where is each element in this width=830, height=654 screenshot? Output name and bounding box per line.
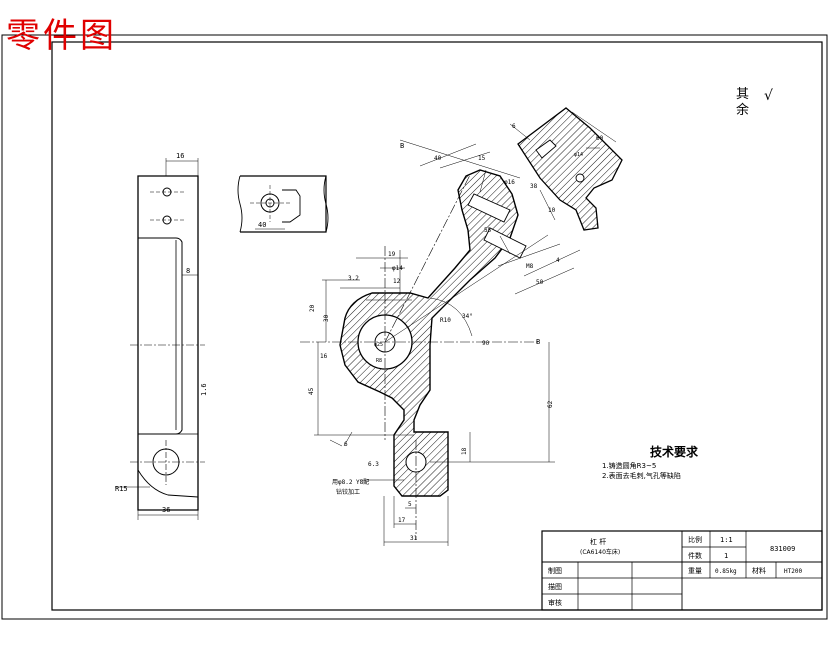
tech-req-item-2: 2.表面去毛刺,气孔等缺陷 <box>602 471 681 480</box>
section-dim-60: 60 <box>596 135 604 142</box>
dim-6-top: 6 <box>344 441 348 448</box>
dim-r8: R8 <box>376 358 382 364</box>
dim-12: 12 <box>393 278 401 285</box>
tech-req-item-1: 1.铸造圆角R3~5 <box>602 461 656 470</box>
dim-45: 45 <box>308 387 315 395</box>
section-label-top: B <box>400 142 404 150</box>
dim-31: 31 <box>410 535 418 542</box>
title-qty-label: 件数 <box>688 551 702 560</box>
dim-30: 30 <box>323 314 330 322</box>
dim-3-2: 3.2 <box>348 275 359 282</box>
note-match: 用φ8.2 Y8配 <box>332 479 369 486</box>
dim-bottom-width: 36 <box>162 506 170 514</box>
dim-34deg: 34° <box>462 313 473 320</box>
dim-17: 17 <box>398 517 406 524</box>
dim-m8: M8 <box>526 263 534 270</box>
dim-4: 4 <box>556 257 560 264</box>
title-design-label: 描图 <box>548 582 562 591</box>
dim-40: 40 <box>434 155 442 162</box>
dim-62: 62 <box>547 400 554 408</box>
title-material-label: 材料 <box>752 566 766 575</box>
title-qty-value: 1 <box>724 552 728 560</box>
dim-15: 15 <box>478 155 486 162</box>
dim-side-angle: 1.6 <box>200 383 208 396</box>
dim-phi14: φ14 <box>392 265 403 272</box>
dim-19: 19 <box>388 251 396 258</box>
title-drawing-no: 831009 <box>770 545 795 553</box>
dim-r10: R10 <box>440 317 451 324</box>
drawing-frame <box>51 41 823 611</box>
dim-10: 10 <box>548 207 556 214</box>
dim-radius-15: R15 <box>115 485 128 493</box>
dim-5: 5 <box>408 501 412 508</box>
dim-90: 90 <box>482 340 490 347</box>
title-material-value: HT200 <box>784 568 802 575</box>
dim-top-width: 16 <box>176 152 184 160</box>
tech-req-title: 技术要求 <box>650 444 699 459</box>
dim-20: 20 <box>309 304 316 312</box>
outer-border <box>1 34 828 620</box>
dim-50: 50 <box>536 279 544 286</box>
dim-phi25: φ25 <box>374 342 383 348</box>
side-view <box>115 158 205 520</box>
title-block <box>541 530 823 611</box>
title-weight-value: 0.85kg <box>715 568 737 575</box>
note-match2: 钻铰加工 <box>336 488 360 496</box>
title-check-label: 审核 <box>548 598 562 607</box>
drawing-title: 零件图 <box>6 16 117 56</box>
section-dim-phi: φ14 <box>574 152 583 158</box>
detail-view <box>237 175 329 233</box>
dim-right-small: 8 <box>186 267 190 275</box>
dim-38: 38 <box>530 183 538 190</box>
dim-18: 18 <box>461 447 468 455</box>
title-drawn-label: 制图 <box>548 566 562 575</box>
section-view <box>509 107 623 231</box>
dim-55: 55 <box>484 227 492 234</box>
title-part-name: 杠 杆 <box>590 537 606 546</box>
main-view <box>300 139 581 546</box>
section-label-right: B <box>536 338 540 346</box>
roughness-note-line2: 余 <box>736 102 749 118</box>
section-dim-6: 6 <box>512 123 516 130</box>
roughness-note-line1: 其 <box>736 87 749 102</box>
title-scale-value: 1:1 <box>720 536 733 544</box>
detail-dim: 40 <box>258 221 266 229</box>
roughness-symbol: √ <box>764 88 773 104</box>
title-weight-label: 重量 <box>688 567 702 575</box>
dim-6-3: 6.3 <box>368 461 379 468</box>
dim-phi16: φ16 <box>504 179 515 186</box>
dim-16: 16 <box>320 353 328 360</box>
title-scale-label: 比例 <box>688 535 702 544</box>
title-part-sub: (CA6140车床) <box>580 548 620 556</box>
